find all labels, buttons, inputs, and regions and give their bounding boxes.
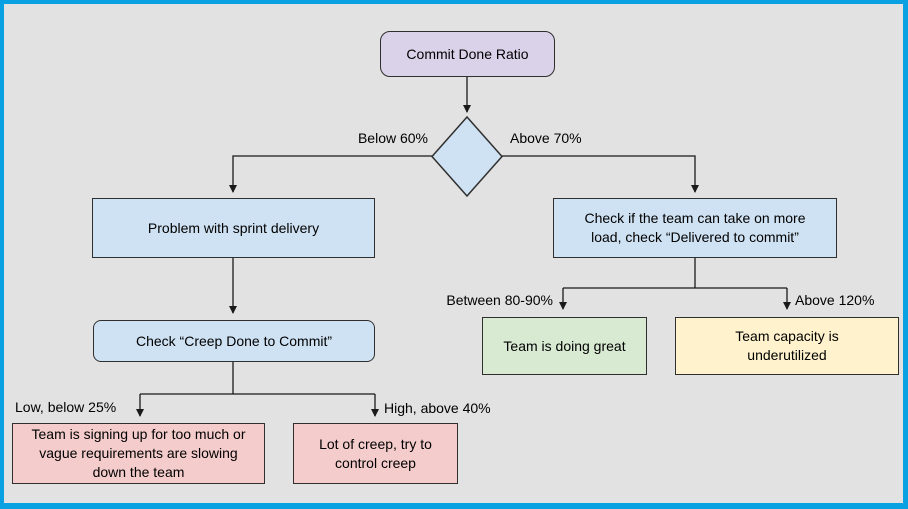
edge-label-above-70: Above 70% — [510, 130, 582, 146]
node-signing-up-too-much: Team is signing up for too much or vague… — [12, 423, 265, 484]
edge-label-above-120: Above 120% — [795, 292, 875, 308]
node-check-creep-done-to-commit: Check “Creep Done to Commit” — [93, 320, 375, 362]
edge-check-load-split — [563, 258, 787, 289]
decision-diamond — [430, 115, 504, 198]
node-problem-sprint-delivery: Problem with sprint delivery — [92, 198, 375, 258]
edge-check-creep-split — [140, 362, 375, 395]
node-control-creep: Lot of creep, try to control creep — [293, 423, 458, 484]
edge-label-high-above-40: High, above 40% — [384, 400, 491, 416]
node-team-doing-great: Team is doing great — [482, 317, 647, 375]
node-check-team-load: Check if the team can take on more load,… — [553, 198, 837, 258]
node-capacity-underutilized: Team capacity is underutilized — [675, 317, 899, 375]
node-commit-done-ratio: Commit Done Ratio — [380, 31, 555, 77]
edge-label-below-60: Below 60% — [357, 130, 428, 146]
edge-label-between-80-90: Between 80-90% — [446, 292, 553, 308]
edge-decision-to-problem — [229, 155, 432, 193]
edge-label-low-below-25: Low, below 25% — [15, 399, 117, 415]
edge-decision-to-check-load — [502, 155, 699, 193]
